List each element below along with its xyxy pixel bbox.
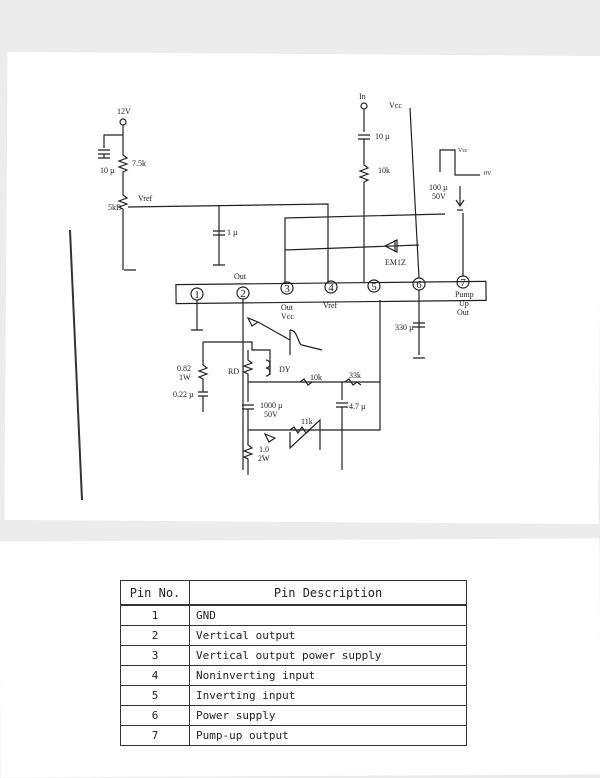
svg-text:10 µ: 10 µ xyxy=(100,166,115,175)
svg-text:11k: 11k xyxy=(301,417,313,426)
svg-text:10k: 10k xyxy=(378,166,390,175)
pin-description: Vertical output xyxy=(189,625,467,646)
svg-text:Pump: Pump xyxy=(455,290,474,299)
svg-text:In: In xyxy=(359,92,366,101)
header-pin-description: Pin Description xyxy=(189,580,467,606)
svg-text:7: 7 xyxy=(460,277,466,289)
svg-text:Vcc: Vcc xyxy=(389,101,402,110)
svg-text:Up: Up xyxy=(459,299,469,308)
svg-text:Out: Out xyxy=(457,308,470,317)
svg-text:330 µ: 330 µ xyxy=(395,323,414,332)
svg-text:6: 6 xyxy=(416,279,422,291)
svg-text:1W: 1W xyxy=(179,373,191,382)
table-header-row: Pin No. Pin Description xyxy=(120,580,467,606)
pin-description: Pump-up output xyxy=(189,725,467,746)
svg-text:0V: 0V xyxy=(484,171,492,177)
wires xyxy=(98,102,480,475)
svg-text:Vcc: Vcc xyxy=(458,148,468,154)
pin-number: 4 xyxy=(120,665,190,686)
svg-text:0.82: 0.82 xyxy=(177,364,191,373)
pin-number: 7 xyxy=(120,725,190,746)
svg-text:33k: 33k xyxy=(349,371,361,380)
svg-text:0.22 µ: 0.22 µ xyxy=(173,390,194,399)
svg-text:5kB: 5kB xyxy=(108,203,121,212)
pin-description: Noninverting input xyxy=(189,665,467,686)
svg-text:1: 1 xyxy=(194,289,200,301)
header-pin-no: Pin No. xyxy=(120,580,190,606)
svg-text:2W: 2W xyxy=(258,454,270,463)
pin-description: GND xyxy=(189,604,467,626)
svg-text:4.7 µ: 4.7 µ xyxy=(349,402,366,411)
pin-description: Inverting input xyxy=(189,685,467,706)
pin-description: Power supply xyxy=(189,705,467,726)
ic-pins: 1 2 3 4 5 6 7 xyxy=(190,275,470,301)
svg-text:50V: 50V xyxy=(432,192,446,201)
svg-text:EM1Z: EM1Z xyxy=(385,258,406,267)
margin-line xyxy=(69,229,83,501)
pin-description: Vertical output power supply xyxy=(189,645,467,666)
component-labels: 12V 7.5k 10 µ Vref 5kB 1 µ Out In Vcc 10… xyxy=(100,92,492,463)
svg-text:3: 3 xyxy=(284,283,290,295)
pin-number: 1 xyxy=(120,604,190,626)
svg-text:1.0: 1.0 xyxy=(259,445,269,454)
ic-body xyxy=(175,280,487,305)
svg-text:RD: RD xyxy=(228,367,239,376)
svg-text:5: 5 xyxy=(371,281,377,293)
pin-number: 2 xyxy=(120,625,190,646)
svg-text:10k: 10k xyxy=(310,373,322,382)
svg-text:Vcc: Vcc xyxy=(281,312,294,321)
pin-number: 6 xyxy=(120,705,190,726)
svg-text:Out: Out xyxy=(234,272,247,281)
svg-text:50V: 50V xyxy=(264,410,278,419)
svg-text:Out: Out xyxy=(281,303,294,312)
svg-text:2: 2 xyxy=(240,288,246,300)
svg-text:Vref: Vref xyxy=(323,301,338,310)
svg-text:DY: DY xyxy=(279,365,291,374)
svg-text:12V: 12V xyxy=(117,107,131,116)
pin-number: 3 xyxy=(120,645,190,666)
svg-text:100 µ: 100 µ xyxy=(429,183,448,192)
svg-text:1 µ: 1 µ xyxy=(227,228,238,237)
svg-text:10 µ: 10 µ xyxy=(375,132,390,141)
pin-number: 5 xyxy=(120,685,190,706)
svg-text:Vref: Vref xyxy=(138,194,153,203)
svg-text:7.5k: 7.5k xyxy=(132,159,146,168)
svg-text:1000 µ: 1000 µ xyxy=(260,401,283,410)
svg-text:4: 4 xyxy=(328,282,334,294)
